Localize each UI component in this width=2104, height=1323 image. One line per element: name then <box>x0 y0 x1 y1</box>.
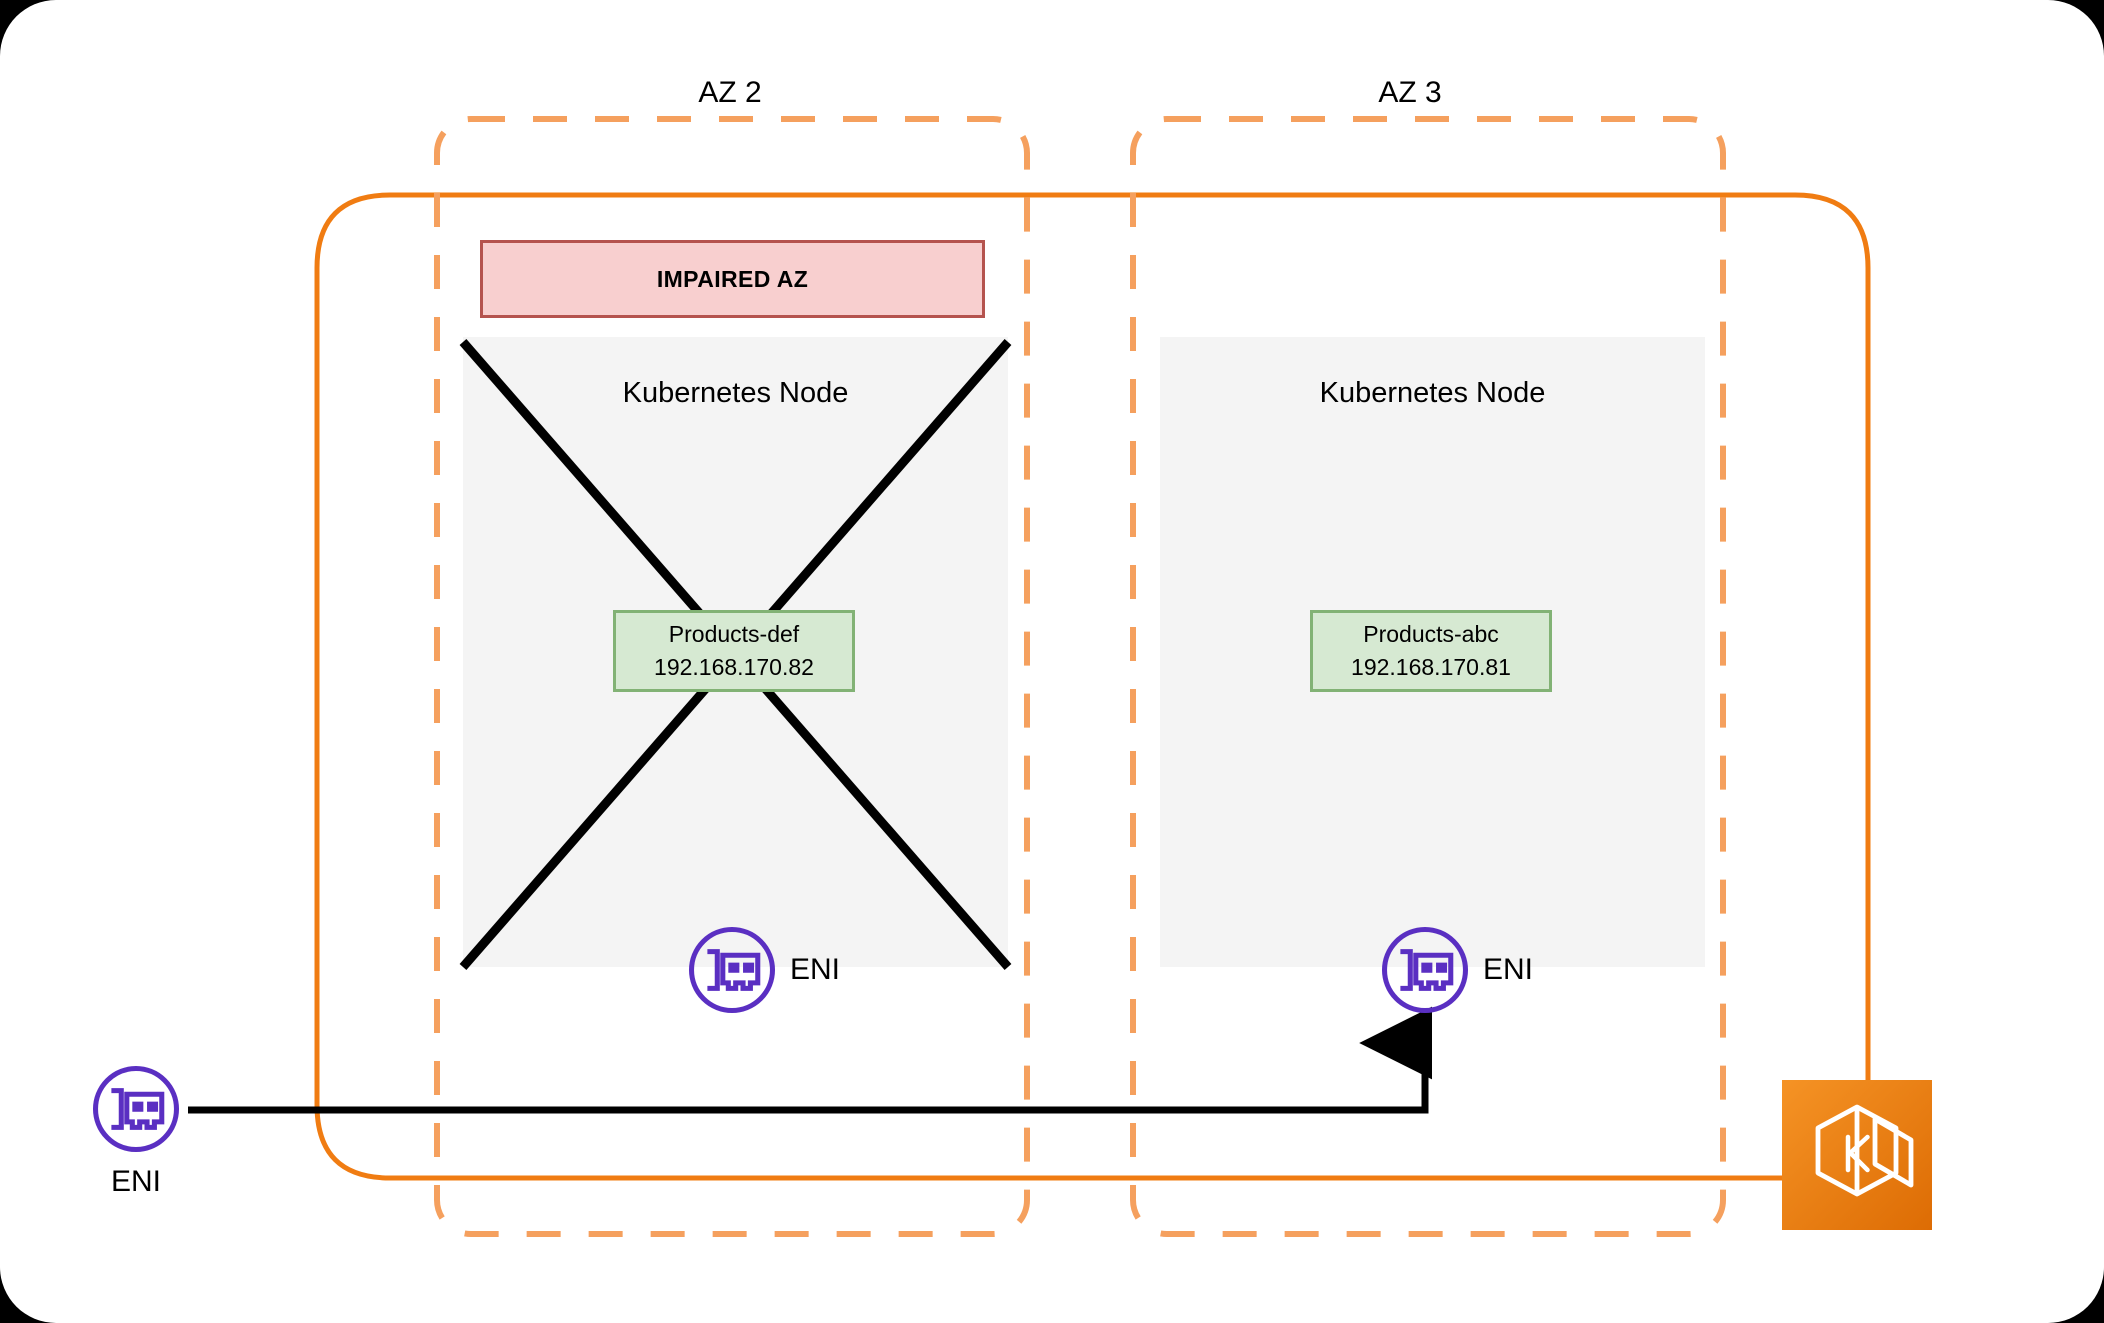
network-interface-card-icon <box>1381 926 1469 1014</box>
az2-pod-ip: 192.168.170.82 <box>654 654 814 680</box>
external-eni-group[interactable]: ENI <box>90 1063 182 1199</box>
kubernetes-hexagon-k-icon[interactable] <box>1782 1080 1932 1230</box>
impaired-az-banner: IMPAIRED AZ <box>480 240 985 318</box>
external-eni-label: ENI <box>110 1165 161 1198</box>
az3-pod-ip: 192.168.170.81 <box>1351 654 1511 680</box>
eni-traffic-path <box>188 1006 1433 1114</box>
az3-pod-products-abc: Products-abc 192.168.170.81 <box>1310 610 1552 692</box>
az2-boundary <box>434 116 1030 1237</box>
az2-pod-products-def: Products-def 192.168.170.82 <box>613 610 855 692</box>
network-interface-card-icon <box>688 926 776 1014</box>
az2-eni-label: ENI <box>790 953 841 986</box>
az3-label: AZ 3 <box>1378 76 1442 109</box>
az2-node-label: Kubernetes Node <box>622 377 849 409</box>
az3-pod-name: Products-abc <box>1363 620 1499 647</box>
az3-boundary <box>1130 116 1726 1237</box>
network-interface-card-icon <box>92 1065 180 1153</box>
az3-node-label: Kubernetes Node <box>1319 377 1546 409</box>
az3-eni-label: ENI <box>1483 953 1534 986</box>
az2-eni-group[interactable]: ENI <box>686 924 840 1016</box>
az2-pod-name: Products-def <box>668 620 800 647</box>
az3-eni-group[interactable]: ENI <box>1379 924 1533 1016</box>
az2-label: AZ 2 <box>698 76 762 109</box>
